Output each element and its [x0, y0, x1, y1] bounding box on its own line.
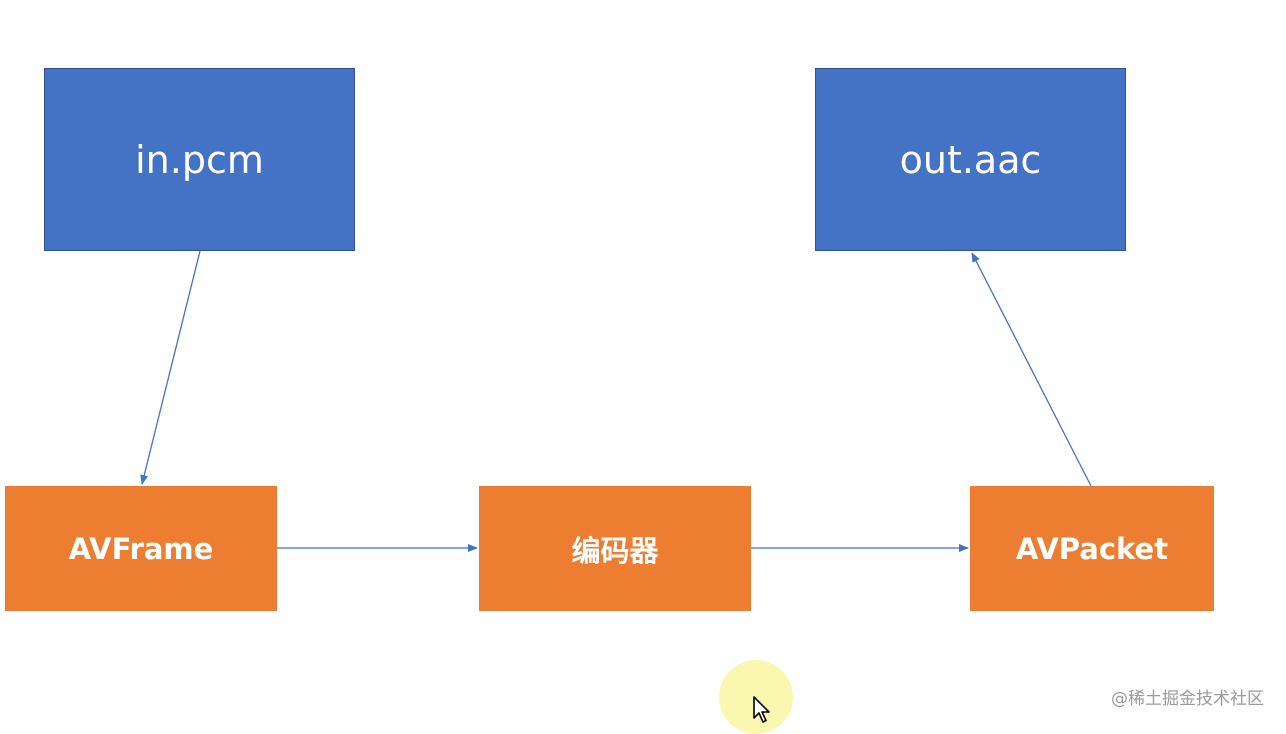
node-input-file[interactable]: in.pcm [44, 68, 355, 251]
node-avpacket-label: AVPacket [1015, 531, 1169, 566]
node-avframe-label: AVFrame [68, 531, 214, 566]
node-avpacket[interactable]: AVPacket [970, 486, 1214, 611]
watermark: @稀土掘金技术社区 [1111, 689, 1264, 709]
arrow-pcm-to-frame [140, 250, 201, 485]
node-output-file[interactable]: out.aac [815, 68, 1126, 251]
node-encoder-label: 编码器 [571, 533, 659, 568]
arrow-packet-to-aac [971, 252, 1092, 487]
mouse-pointer-icon [753, 696, 770, 723]
node-output-file-label: out.aac [899, 137, 1042, 182]
node-encoder[interactable]: 编码器 [479, 486, 751, 611]
node-input-file-label: in.pcm [135, 137, 264, 182]
cursor-highlight [719, 660, 793, 734]
node-avframe[interactable]: AVFrame [5, 486, 277, 611]
